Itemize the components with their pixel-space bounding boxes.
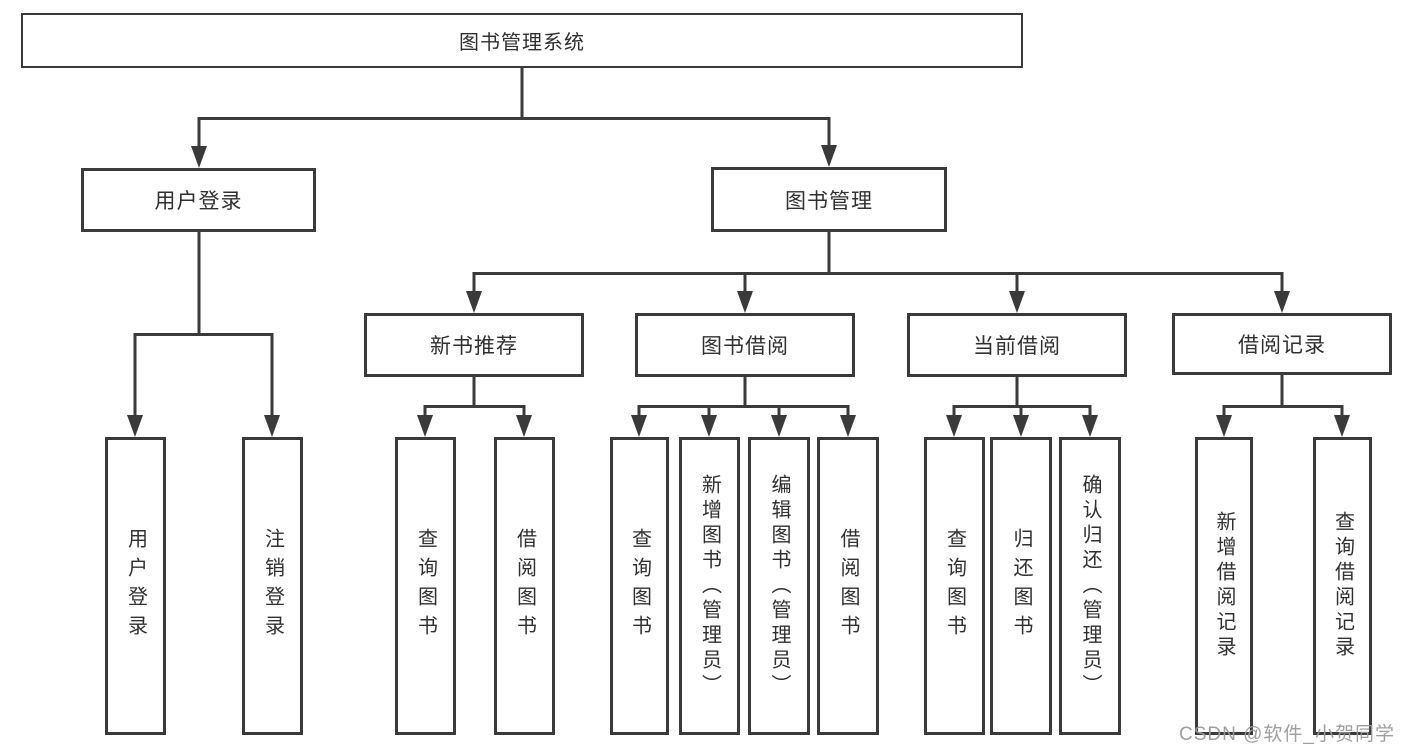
node-book-borrow: 图书借阅 <box>635 313 855 377</box>
leaf-query-book-recommend: 查询图书 <box>395 437 456 735</box>
leaf-borrow-book-recommend: 借阅图书 <box>494 437 555 735</box>
node-current-borrow: 当前借阅 <box>907 313 1127 377</box>
leaf-borrow-book: 借阅图书 <box>817 437 879 735</box>
leaf-return-book: 归还图书 <box>990 437 1052 735</box>
leaf-add-book-admin: 新增图书（管理员） <box>679 437 740 735</box>
node-library-system: 图书管理系统 <box>21 13 1023 68</box>
csdn-watermark: CSDN @软件_小贺同学 <box>1179 724 1395 745</box>
leaf-add-borrow-record: 新增借阅记录 <box>1195 437 1253 735</box>
node-user-login: 用户登录 <box>81 168 316 232</box>
leaf-confirm-return-admin: 确认归还（管理员） <box>1059 437 1121 735</box>
node-book-management: 图书管理 <box>711 167 947 232</box>
leaf-query-book-borrow: 查询图书 <box>610 437 669 735</box>
arrowheads-group <box>127 145 1350 437</box>
leaf-query-borrow-record: 查询借阅记录 <box>1313 437 1372 735</box>
leaf-user-login: 用户登录 <box>105 437 166 735</box>
leaf-query-book-current: 查询图书 <box>924 437 985 735</box>
node-borrow-records: 借阅记录 <box>1172 313 1392 375</box>
leaf-logout-login: 注销登录 <box>242 437 303 735</box>
leaf-edit-book-admin: 编辑图书（管理员） <box>748 437 810 735</box>
node-new-book-recommend: 新书推荐 <box>364 313 584 377</box>
